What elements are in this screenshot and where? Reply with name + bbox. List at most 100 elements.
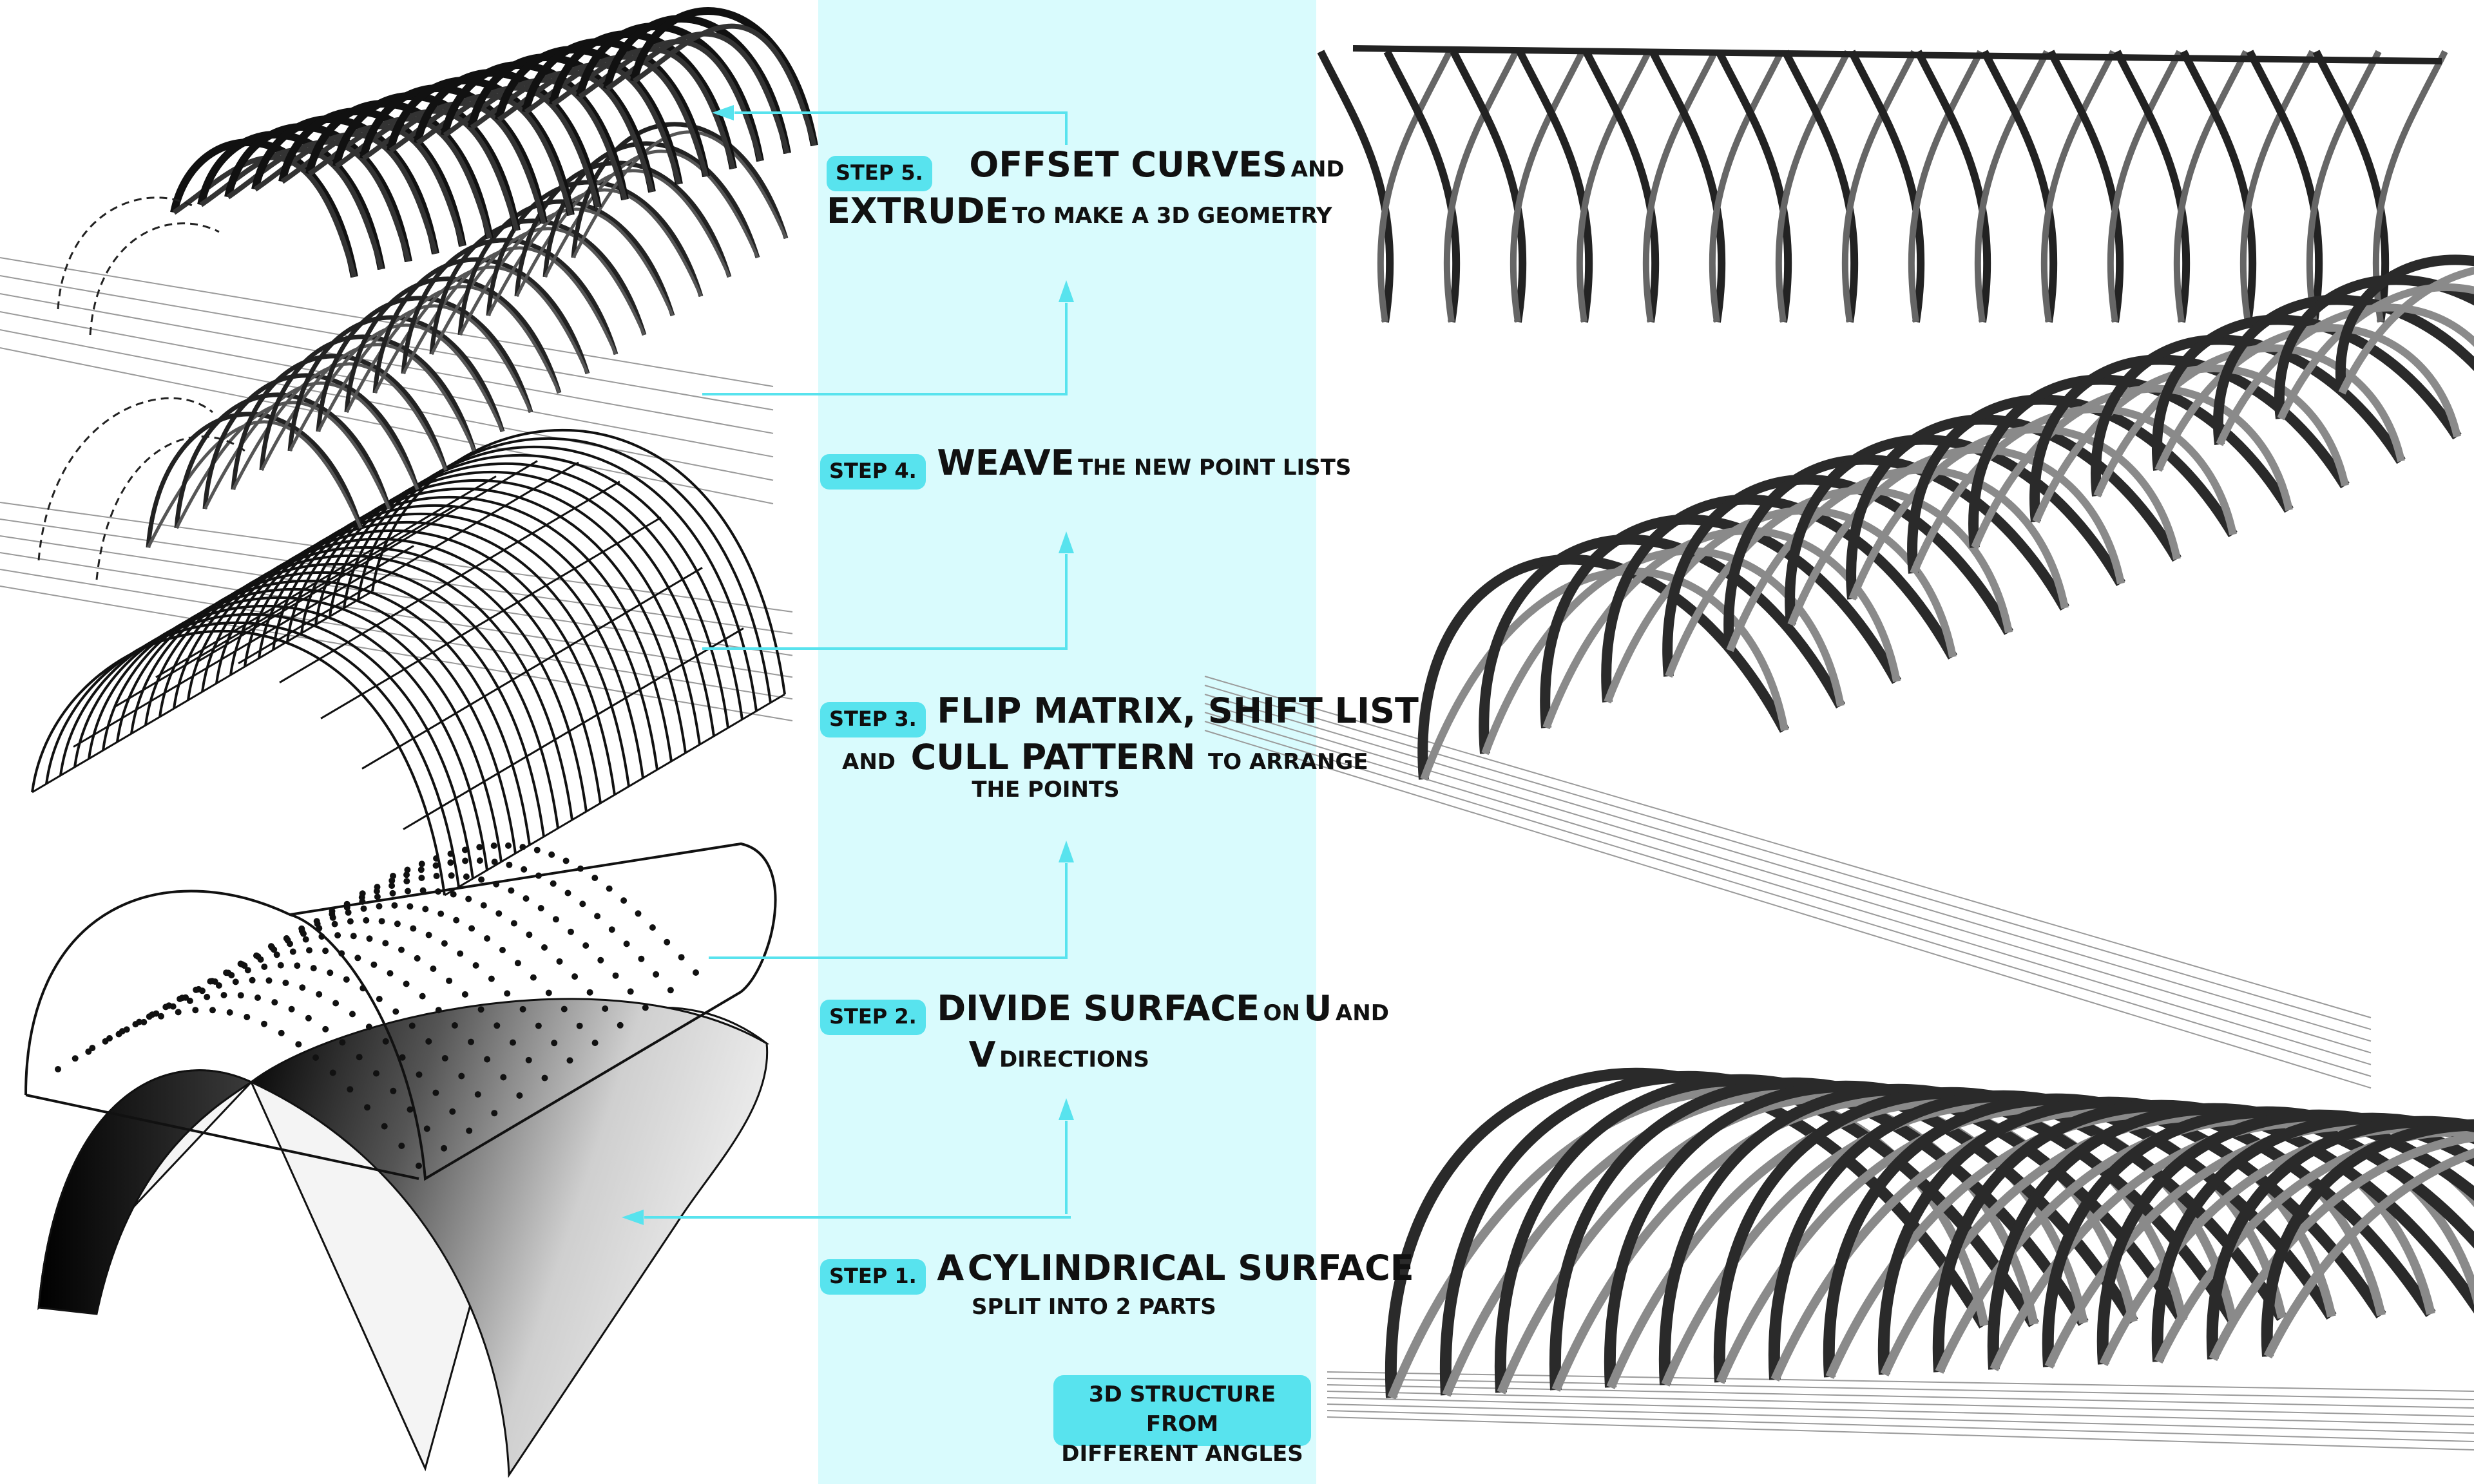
grid-point xyxy=(261,1020,267,1027)
woven-arch xyxy=(457,199,675,336)
perspective-rib xyxy=(2338,267,2474,395)
grid-point xyxy=(623,940,630,947)
elevation-rib xyxy=(1709,50,1785,323)
grid-point xyxy=(556,958,563,965)
woven-arch xyxy=(174,392,392,529)
grid-point xyxy=(495,910,503,917)
grid-point xyxy=(416,1071,423,1078)
grid-point xyxy=(332,1000,340,1007)
grid-point xyxy=(410,925,417,932)
grid-point xyxy=(474,1091,481,1098)
grid-point xyxy=(519,1005,526,1013)
elevation-rib xyxy=(2312,50,2390,323)
extruded-arch xyxy=(632,23,817,147)
grid-line xyxy=(114,505,455,708)
elevation-rib xyxy=(2180,50,2257,323)
grid-point xyxy=(457,950,464,957)
grid-point xyxy=(463,873,470,880)
grid-point xyxy=(374,884,381,891)
grid-point xyxy=(550,880,557,887)
structure-perspective-1 xyxy=(1417,254,2474,781)
grid-point xyxy=(289,948,296,955)
grid-point xyxy=(568,928,574,935)
grid-point xyxy=(693,969,699,976)
grid-point xyxy=(525,1056,532,1063)
perspective-rib xyxy=(1713,1087,2287,1383)
woven-arch xyxy=(202,373,420,509)
grid-point xyxy=(267,943,274,950)
perspective-rib xyxy=(2032,365,2349,524)
grid-point xyxy=(331,920,338,928)
step-5: STEP 5. OFFSET CURVES AND EXTRUDE TO MAK… xyxy=(827,144,1345,231)
grid-point xyxy=(382,1038,389,1045)
grid-point xyxy=(423,1125,430,1132)
arrow-head xyxy=(622,1210,644,1225)
grid-point xyxy=(545,989,552,996)
grid-point xyxy=(491,1110,498,1117)
ground-line xyxy=(0,257,774,387)
grid-point xyxy=(577,865,584,872)
grid-point xyxy=(465,895,472,902)
grid-arch xyxy=(102,588,517,854)
grid-point xyxy=(453,917,460,924)
grid-point xyxy=(488,975,495,982)
right-structure-views xyxy=(1317,45,2474,1400)
grid-point xyxy=(422,906,429,913)
ground-line xyxy=(1204,694,2372,1042)
step-4-tag: STEP 4. xyxy=(820,454,926,490)
grid-point xyxy=(478,876,485,883)
grid-point xyxy=(295,1041,302,1048)
perspective-rib xyxy=(1823,1093,2386,1378)
grid-point xyxy=(278,1029,285,1036)
grid-point xyxy=(302,936,309,943)
perspective-rib xyxy=(2044,1121,2474,1369)
perspective-rib xyxy=(1846,414,2182,600)
ground-line xyxy=(1327,1403,2474,1434)
perspective-rib xyxy=(1658,1083,2238,1385)
grid-point xyxy=(310,965,317,972)
grid-point xyxy=(162,1004,169,1011)
point-grid-edge xyxy=(25,1094,419,1180)
elevation-rib xyxy=(1781,50,1859,323)
elevation-rib xyxy=(2246,50,2323,323)
cylinder-surface xyxy=(37,998,770,1478)
grid-line xyxy=(444,693,785,897)
grid-point xyxy=(382,940,389,947)
ground-line xyxy=(1327,1397,2474,1425)
perspective-rib xyxy=(1787,446,2125,627)
ground-line xyxy=(1204,676,2372,1018)
center-band xyxy=(818,0,1316,1484)
grid-point xyxy=(505,842,512,849)
grid-point xyxy=(72,1055,79,1062)
grid-point xyxy=(612,972,619,979)
grid-point xyxy=(85,1048,92,1055)
arrow-head xyxy=(1059,531,1074,553)
structure-perspective-2 xyxy=(1385,1068,2474,1400)
grid-arch xyxy=(244,504,658,770)
elevation-rib xyxy=(1914,50,1991,323)
elevation-rib xyxy=(2372,50,2448,323)
grid-point xyxy=(338,950,345,957)
grid-point xyxy=(432,1089,439,1096)
elevation-top xyxy=(1352,45,2442,64)
arrow-head xyxy=(1059,841,1074,862)
grid-point xyxy=(265,977,273,984)
grid-point xyxy=(254,994,261,1001)
perspective-rib xyxy=(1932,1099,2474,1373)
grid-point xyxy=(468,1038,474,1045)
woven-arch xyxy=(259,334,477,471)
grid-point xyxy=(597,956,604,964)
grid-point xyxy=(441,1145,448,1152)
grid-point xyxy=(521,866,528,873)
grid-point xyxy=(366,935,373,942)
step-arrow xyxy=(702,554,1068,650)
grid-point xyxy=(561,1005,568,1013)
step-2: STEP 2. DIVIDE SURFACE ON U AND V DIRECT… xyxy=(820,988,1389,1075)
grid-point xyxy=(642,1004,649,1011)
grid-point xyxy=(356,1054,363,1061)
perspective-rib xyxy=(1479,534,1846,754)
perspective-rib xyxy=(2099,1124,2474,1367)
cylinder-opening xyxy=(37,1069,254,1315)
grid-arch xyxy=(173,546,588,812)
elevation-rib xyxy=(1841,50,1917,323)
